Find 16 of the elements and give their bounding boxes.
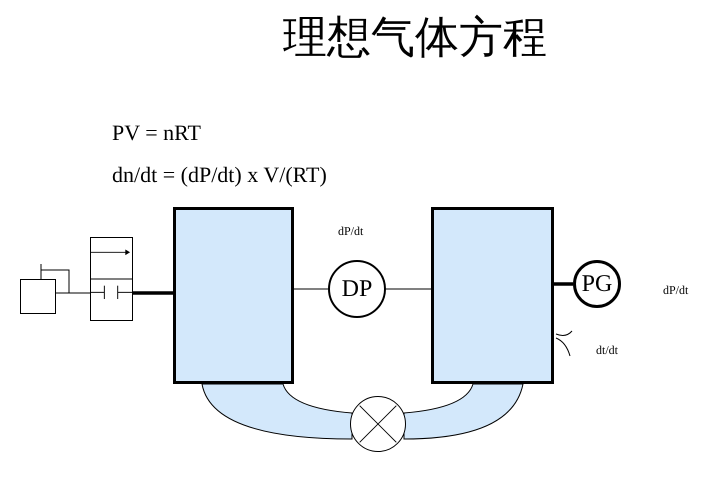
- connector-line: [294, 288, 328, 290]
- gauge-label: PG: [582, 272, 612, 296]
- equation: dn/dt = (dP/dt) x V/(RT): [112, 162, 327, 188]
- connector-line: [133, 291, 173, 295]
- title: 理想气体方程: [282, 12, 548, 64]
- rate-label: dP/dt: [338, 224, 364, 239]
- pipe: [202, 384, 352, 440]
- empty-box: [20, 279, 56, 314]
- connector-line: [386, 288, 432, 290]
- gauge-label: DP: [342, 277, 372, 301]
- connector-line: [554, 282, 573, 286]
- equation: PV = nRT: [112, 120, 201, 146]
- annotation-label: dt/dt: [596, 343, 618, 358]
- connector-line: [56, 292, 90, 294]
- pipe: [404, 384, 524, 440]
- rate-label: dP/dt: [663, 283, 688, 298]
